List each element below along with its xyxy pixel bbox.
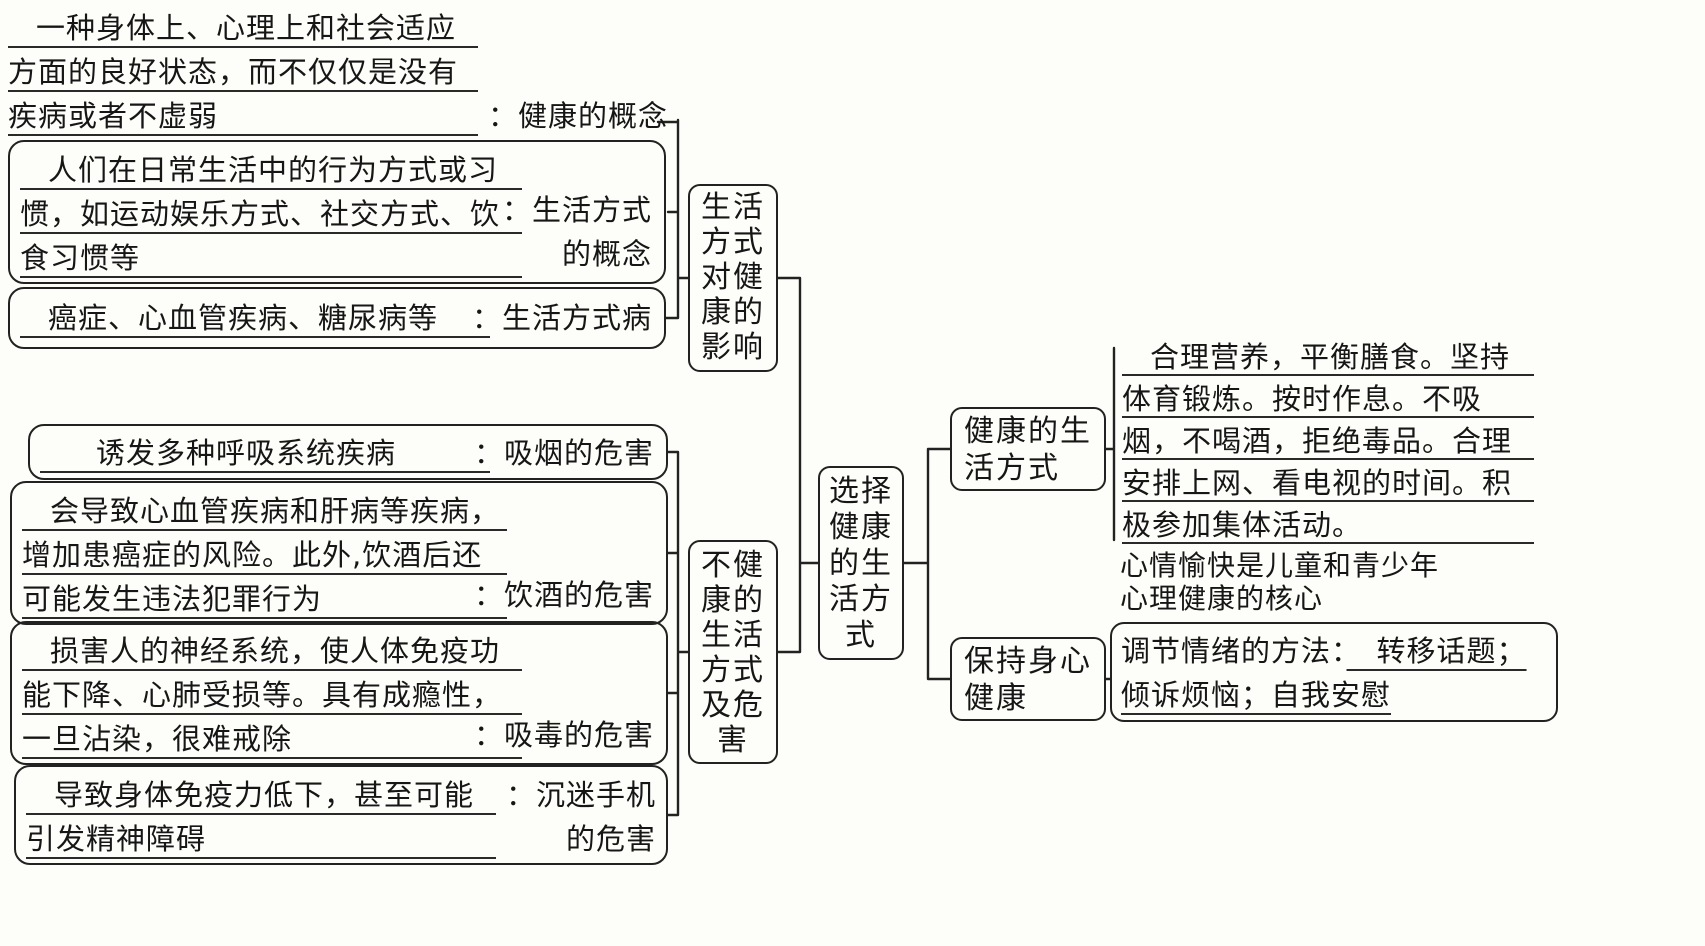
branch-label-unhealthy-lifestyle: 不健康的生活方式及危害: [688, 540, 778, 764]
emotion-method-box: 调节情绪的方法： 转移话题；倾诉烦恼；自我安慰: [1110, 622, 1558, 722]
drug-harm-definition: 损害人的神经系统，使人体免疫功能下降、心肺受损等。具有成瘾性，一旦沾染，很难戒除: [22, 629, 522, 761]
alcohol-harm-definition: 会导致心血管疾病和肝病等疾病，增加患癌症的风险。此外,饮酒后还可能发生违法犯罪行…: [22, 489, 507, 621]
leaf-drug-harm: 损害人的神经系统，使人体免疫功能下降、心肺受损等。具有成瘾性，一旦沾染，很难戒除…: [10, 621, 668, 765]
bracket-unhealthy: [666, 450, 690, 817]
node-healthy-lifestyle: 健康的生活方式: [950, 407, 1106, 491]
phone-harm-term: ：沉迷手机的危害: [505, 778, 656, 856]
leaf-smoking-harm: 诱发多种呼吸系统疾病 ：吸烟的危害: [28, 424, 668, 480]
lifestyle-disease-definition: 癌症、心血管疾病、糖尿病等: [20, 296, 490, 340]
node-mental-health: 保持身心健康: [950, 637, 1106, 721]
smoking-harm-term: ：吸烟的危害: [473, 436, 654, 470]
health-concept-definition: 一种身体上、心理上和社会适应方面的良好状态，而不仅仅是没有疾病或者不虚弱: [8, 6, 478, 138]
bracket-center-left: [776, 276, 820, 654]
emotion-method-answer: 转移话题；倾诉烦恼；自我安慰: [1121, 634, 1527, 712]
mental-health-note: 心情愉快是儿童和青少年心理健康的核心: [1120, 549, 1440, 615]
leaf-lifestyle-concept: 人们在日常生活中的行为方式或习惯，如运动娱乐方式、社交方式、饮食习惯等 ：生活方…: [8, 140, 666, 284]
emotion-method-prefix: 调节情绪的方法：: [1121, 634, 1347, 668]
branch-label-lifestyle-impact: 生活方式对健康的影响: [688, 184, 778, 372]
leaf-alcohol-harm: 会导致心血管疾病和肝病等疾病，增加患癌症的风险。此外,饮酒后还可能发生违法犯罪行…: [10, 481, 668, 625]
leaf-health-concept: 一种身体上、心理上和社会适应方面的良好状态，而不仅仅是没有疾病或者不虚弱 ：健康…: [8, 6, 668, 138]
healthy-lifestyle-content: 合理营养，平衡膳食。坚持体育锻炼。按时作息。不吸烟，不喝酒，拒绝毒品。合理安排上…: [1122, 336, 1534, 546]
center-node: 选择健康的生活方式: [818, 466, 904, 660]
bracket-healthy-content: [1104, 346, 1116, 542]
health-concept-term: ：健康的概念: [487, 99, 668, 133]
smoking-harm-definition: 诱发多种呼吸系统疾病: [40, 431, 490, 475]
leaf-lifestyle-disease: 癌症、心血管疾病、糖尿病等 ：生活方式病: [8, 287, 666, 349]
lifestyle-disease-term: ：生活方式病: [471, 301, 652, 335]
alcohol-harm-term: ：饮酒的危害: [473, 578, 654, 612]
phone-harm-definition: 导致身体免疫力低下，甚至可能引发精神障碍: [26, 773, 496, 861]
bracket-center-right: [902, 447, 952, 681]
lifestyle-concept-term: ：生活方式的概念: [501, 193, 652, 271]
leaf-phone-harm: 导致身体免疫力低下，甚至可能引发精神障碍 ：沉迷手机的危害: [14, 765, 668, 865]
drug-harm-term: ：吸毒的危害: [473, 718, 654, 752]
lifestyle-concept-definition: 人们在日常生活中的行为方式或习惯，如运动娱乐方式、社交方式、饮食习惯等: [20, 148, 522, 280]
